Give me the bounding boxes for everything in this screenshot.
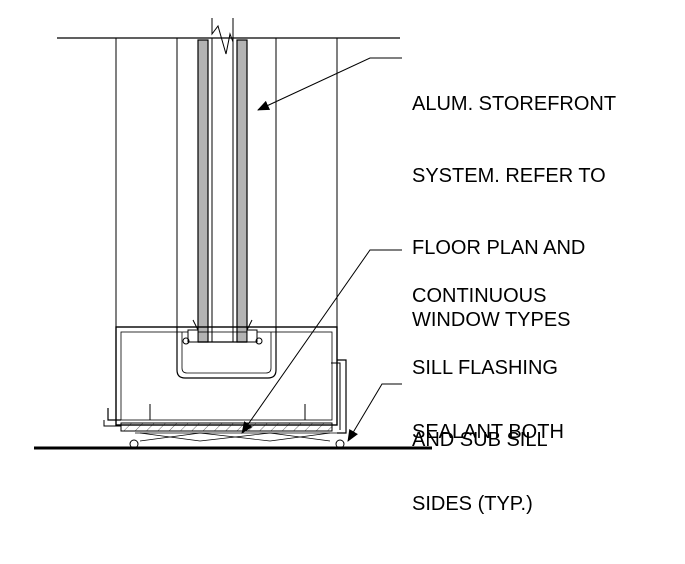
sealant-note: SEALANT BOTH SIDES (TYP.)	[412, 372, 564, 564]
shim-bracing	[135, 432, 340, 442]
leader-sill-flashing	[241, 249, 402, 434]
storefront-note: ALUM. STOREFRONT SYSTEM. REFER TO FLOOR …	[412, 44, 616, 380]
note-line: SEALANT BOTH	[412, 421, 564, 443]
note-line: AND SUB SILL	[412, 429, 548, 451]
leader-sealant	[347, 383, 402, 442]
sub-sill	[103, 359, 347, 434]
note-line: CONTINUOUS	[412, 285, 547, 307]
detail-drawing	[34, 18, 432, 450]
note-line: SIDES (TYP.)	[412, 493, 533, 515]
note-line: ALUM. STOREFRONT	[412, 93, 617, 115]
storefront-sill-detail: ALUM. STOREFRONT SYSTEM. REFER TO FLOOR …	[34, 18, 616, 515]
frame-mullion	[115, 38, 338, 327]
sill-flashing-note: CONTINUOUS SILL FLASHING AND SUB SILL	[412, 236, 558, 500]
sealant-beads	[129, 439, 345, 449]
note-line: FLOOR PLAN AND	[412, 237, 586, 259]
note-line: SILL FLASHING	[412, 357, 558, 379]
leader-storefront	[257, 57, 402, 111]
break-line	[211, 18, 234, 55]
glass-unit	[197, 38, 248, 343]
note-line: SYSTEM. REFER TO	[412, 165, 606, 187]
note-line: WINDOW TYPES	[412, 309, 571, 331]
sill-frame	[115, 319, 338, 426]
